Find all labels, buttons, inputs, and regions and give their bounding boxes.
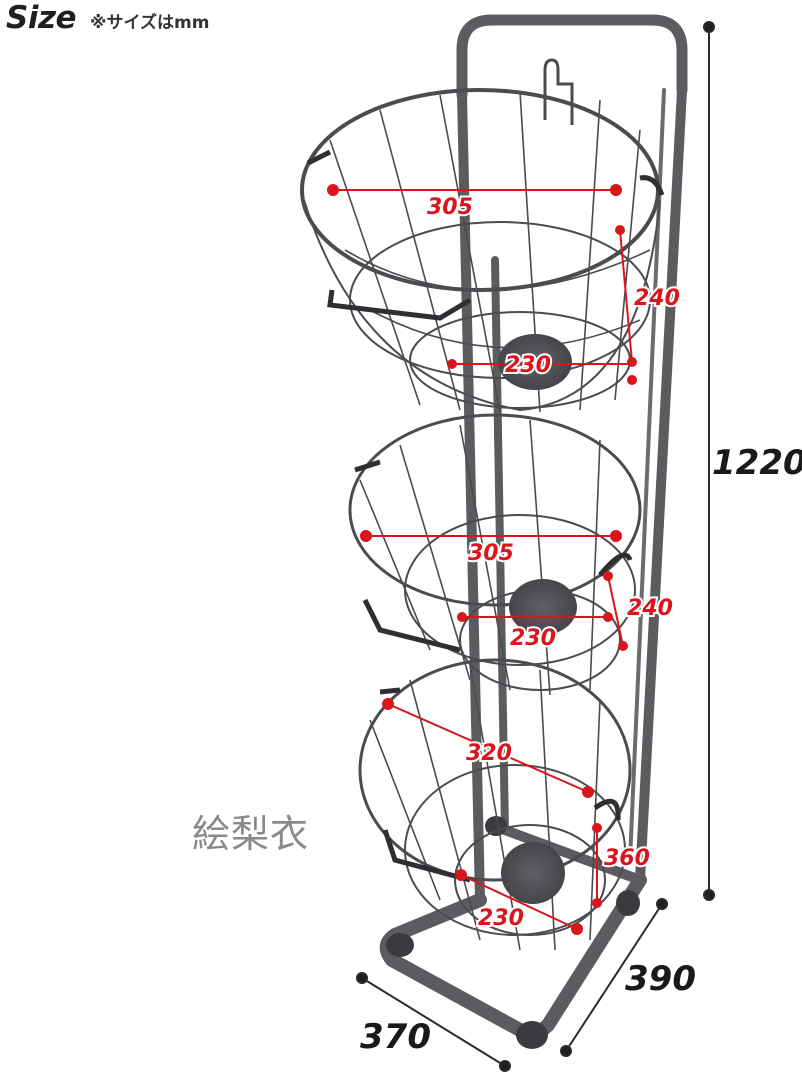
dimension-lines-black: [356, 21, 715, 1072]
watermark-text: 絵梨衣: [192, 812, 310, 856]
top-basket: [300, 88, 665, 413]
hook: [543, 58, 574, 125]
base-depth: 390: [625, 959, 696, 999]
unit-note: ※サイズはmm: [90, 13, 210, 33]
middle-basket: [348, 413, 642, 696]
dimension-lines-red: [327, 184, 637, 935]
bottom-basket: [358, 658, 632, 951]
top-basket-top-diameter: 305: [427, 195, 473, 220]
bottom-basket-top-diameter: 320: [466, 741, 512, 766]
middle-basket-top-diameter: 305: [468, 541, 514, 566]
top-basket-bottom-diameter: 230: [505, 353, 551, 378]
base-width: 370: [360, 1017, 431, 1057]
casters: [386, 816, 640, 1049]
bottom-basket-depth: 360: [604, 846, 650, 871]
header: Size ※サイズはmm: [6, 0, 209, 44]
top-basket-depth: 240: [634, 286, 680, 311]
overall-height: 1220: [712, 443, 802, 483]
size-title: Size: [6, 0, 77, 36]
middle-basket-bottom-diameter: 230: [510, 626, 556, 651]
middle-basket-depth: 240: [627, 596, 673, 621]
bottom-basket-bottom-diameter: 230: [478, 906, 524, 931]
